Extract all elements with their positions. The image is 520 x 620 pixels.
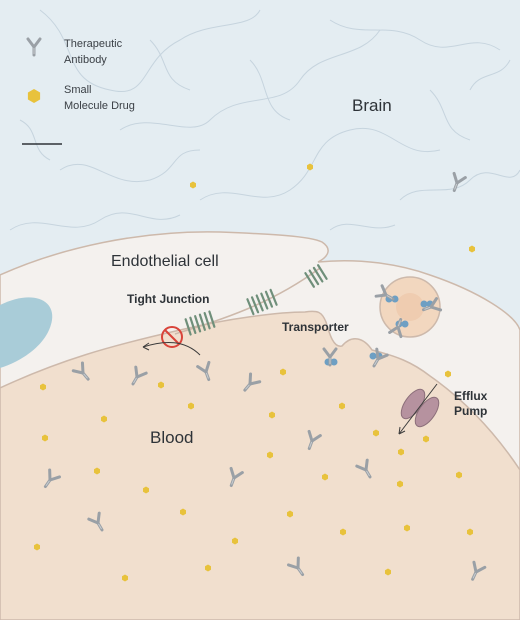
legend-drug-line2: Molecule Drug — [64, 100, 135, 112]
legend-drug-line1: Small — [64, 84, 92, 96]
antibody-icon — [355, 458, 372, 479]
vesicle-core — [396, 293, 424, 321]
drug-icon — [280, 368, 286, 376]
legend-antibody: Therapeutic Antibody — [64, 36, 122, 68]
antibody-icon — [131, 365, 148, 386]
drug-icon — [404, 524, 410, 532]
drug-icon — [339, 402, 345, 410]
drug-icon — [232, 537, 238, 545]
drug-icon — [42, 434, 48, 442]
legend-drug: Small Molecule Drug — [64, 82, 135, 114]
drug-icon — [122, 574, 128, 582]
antibody-icon — [196, 360, 211, 382]
junction-strand — [184, 310, 216, 336]
antibody-icon — [71, 361, 90, 381]
brain-folds — [9, 9, 520, 231]
antibody-icon — [87, 511, 104, 532]
antibody-icon — [374, 284, 395, 301]
drug-icon — [307, 163, 313, 171]
antibody-icon — [471, 560, 487, 581]
antibody-icon — [322, 347, 338, 367]
drug-icon — [423, 435, 429, 443]
antibody-icon — [307, 429, 322, 451]
drug-icon — [101, 415, 107, 423]
drug-icon — [340, 528, 346, 536]
antibody-icon — [452, 171, 467, 193]
junction-strand — [304, 264, 328, 288]
antibody-icon — [372, 347, 389, 368]
drug-icon — [94, 467, 100, 475]
junction-strand — [246, 288, 278, 316]
blood-label: Blood — [150, 428, 194, 447]
drug-icon — [34, 543, 40, 551]
blocked-arrow — [142, 342, 201, 356]
drug-icon — [469, 245, 475, 253]
blood-region — [0, 310, 520, 620]
junction-line — [174, 267, 321, 335]
drug-icon — [287, 510, 293, 518]
efflux-label-line2: Pump — [454, 404, 488, 418]
antibody-icon — [43, 468, 62, 489]
drug-icon — [456, 471, 462, 479]
nucleus — [0, 297, 53, 368]
efflux-label-line1: Efflux — [454, 389, 488, 403]
drug-icon — [398, 448, 404, 456]
drug-icon — [373, 429, 379, 437]
blocked-icon — [161, 326, 183, 348]
drug-icon — [322, 473, 328, 481]
efflux-pump — [398, 383, 440, 435]
drug-icon — [385, 568, 391, 576]
drug-icon — [397, 480, 403, 488]
brain-label: Brain — [352, 96, 392, 115]
tight-junction-label: Tight Junction — [127, 292, 210, 306]
drug-icon — [445, 370, 451, 378]
legend-antibody-line1: Therapeutic — [64, 38, 123, 50]
legend-antibody-icon — [26, 37, 42, 57]
antibody-icon — [388, 317, 403, 339]
endothelial-label: Endothelial cell — [111, 253, 219, 270]
antibody-icon — [286, 556, 305, 577]
drug-icon — [158, 381, 164, 389]
molecules — [26, 37, 487, 582]
drug-icon — [190, 181, 196, 189]
antibody-icon — [421, 297, 443, 312]
drug-icon — [40, 383, 46, 391]
tight-junction-proteins — [184, 264, 328, 336]
drug-icon — [188, 402, 194, 410]
drug-icon — [269, 411, 275, 419]
drug-icon — [267, 451, 273, 459]
legend-drug-icon — [27, 89, 41, 103]
drug-icon — [143, 486, 149, 494]
legend-antibody-line2: Antibody — [64, 54, 107, 66]
antibody-icon — [229, 466, 244, 488]
antibody-icon — [243, 372, 262, 392]
drug-icon — [180, 508, 186, 516]
drug-icon — [205, 564, 211, 572]
drug-icon — [467, 528, 473, 536]
efflux-pump-label: Efflux Pump — [454, 389, 487, 419]
transporter-label: Transporter — [282, 320, 349, 334]
